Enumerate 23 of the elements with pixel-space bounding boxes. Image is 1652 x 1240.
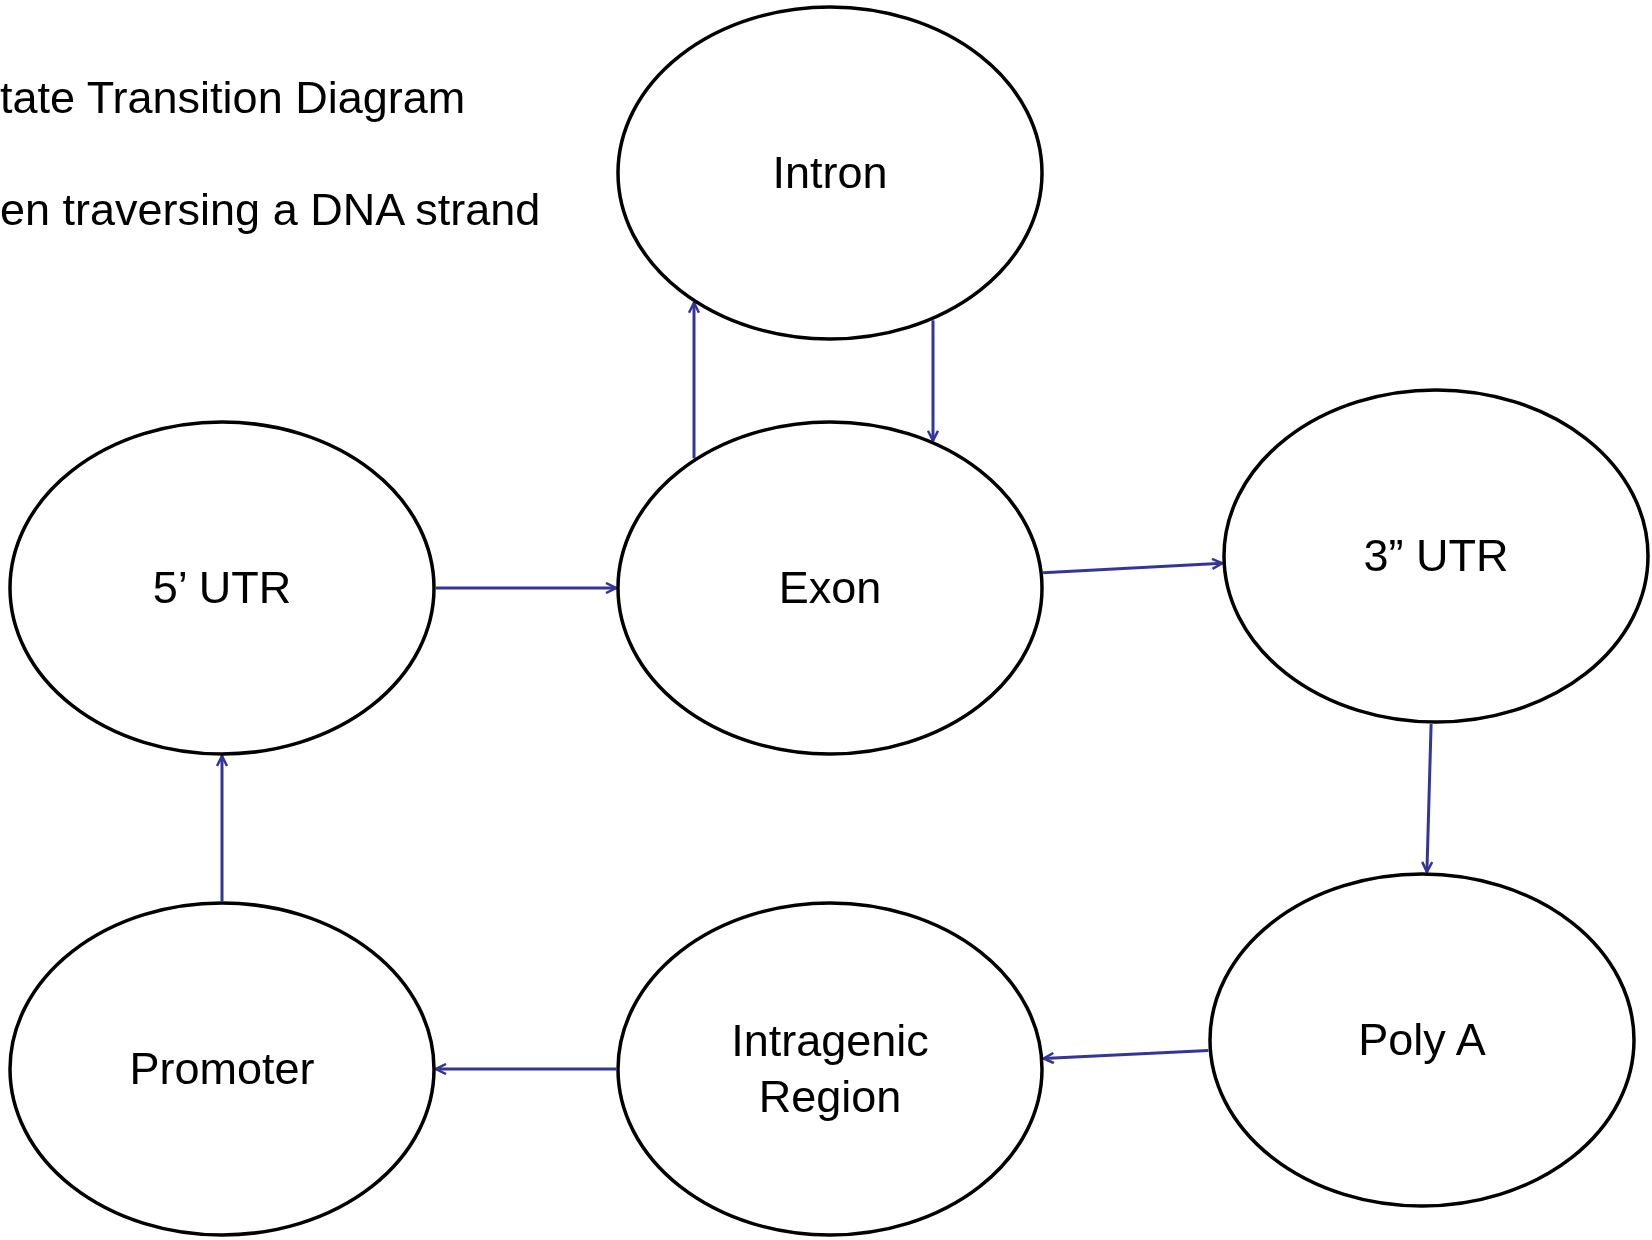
state-label: Intron (772, 146, 888, 200)
state-label: Poly A (1358, 1013, 1486, 1067)
transition-arrow (926, 320, 940, 442)
state-label: Intragenic Region (730, 1014, 930, 1124)
state-ellipse (8, 901, 436, 1237)
heading-text: tate Transition Diagram (0, 72, 466, 124)
transition-arrow (1042, 1049, 1209, 1065)
transition-arrow (687, 301, 701, 459)
state-ellipse (616, 5, 1044, 341)
state-ellipse (1222, 388, 1650, 724)
transition-arrow (436, 581, 618, 595)
heading-text: en traversing a DNA strand (0, 184, 541, 236)
transition-arrow (1043, 557, 1224, 575)
state-ellipse (616, 420, 1044, 756)
state-label: 3” UTR (1363, 529, 1509, 583)
state-ellipse (616, 901, 1044, 1237)
state-ellipse (1208, 872, 1636, 1208)
state-label: Promoter (129, 1042, 315, 1096)
state-ellipse (8, 420, 436, 756)
transition-arrow (1420, 723, 1434, 874)
transition-arrow (215, 754, 229, 901)
state-label: 5’ UTR (152, 561, 292, 615)
state-label: Exon (778, 561, 882, 615)
